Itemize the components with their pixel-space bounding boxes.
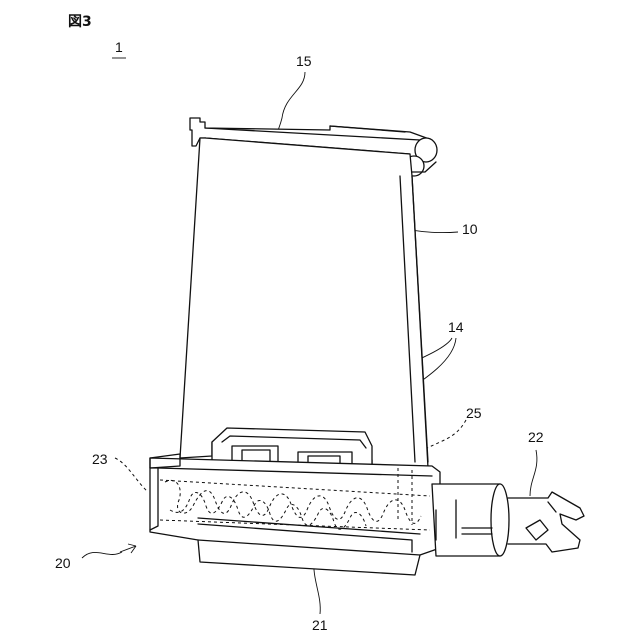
label-25: 25 xyxy=(466,405,482,421)
rod-end xyxy=(432,484,584,556)
leader-23 xyxy=(115,458,148,492)
label-14: 14 xyxy=(448,319,464,335)
label-20: 20 xyxy=(55,555,71,571)
label-21: 21 xyxy=(312,617,328,633)
housing-body xyxy=(150,454,440,575)
figure-title: 図3 xyxy=(68,14,92,30)
label-assembly: 1 xyxy=(115,39,123,55)
label-15: 15 xyxy=(296,53,312,69)
main-plate xyxy=(180,138,428,470)
leader-20 xyxy=(82,552,122,558)
leader-15 xyxy=(277,72,305,133)
label-22: 22 xyxy=(528,429,544,445)
label-10: 10 xyxy=(462,221,478,237)
leader-22 xyxy=(530,450,537,496)
label-23: 23 xyxy=(92,451,108,467)
arrow-20 xyxy=(120,544,136,553)
